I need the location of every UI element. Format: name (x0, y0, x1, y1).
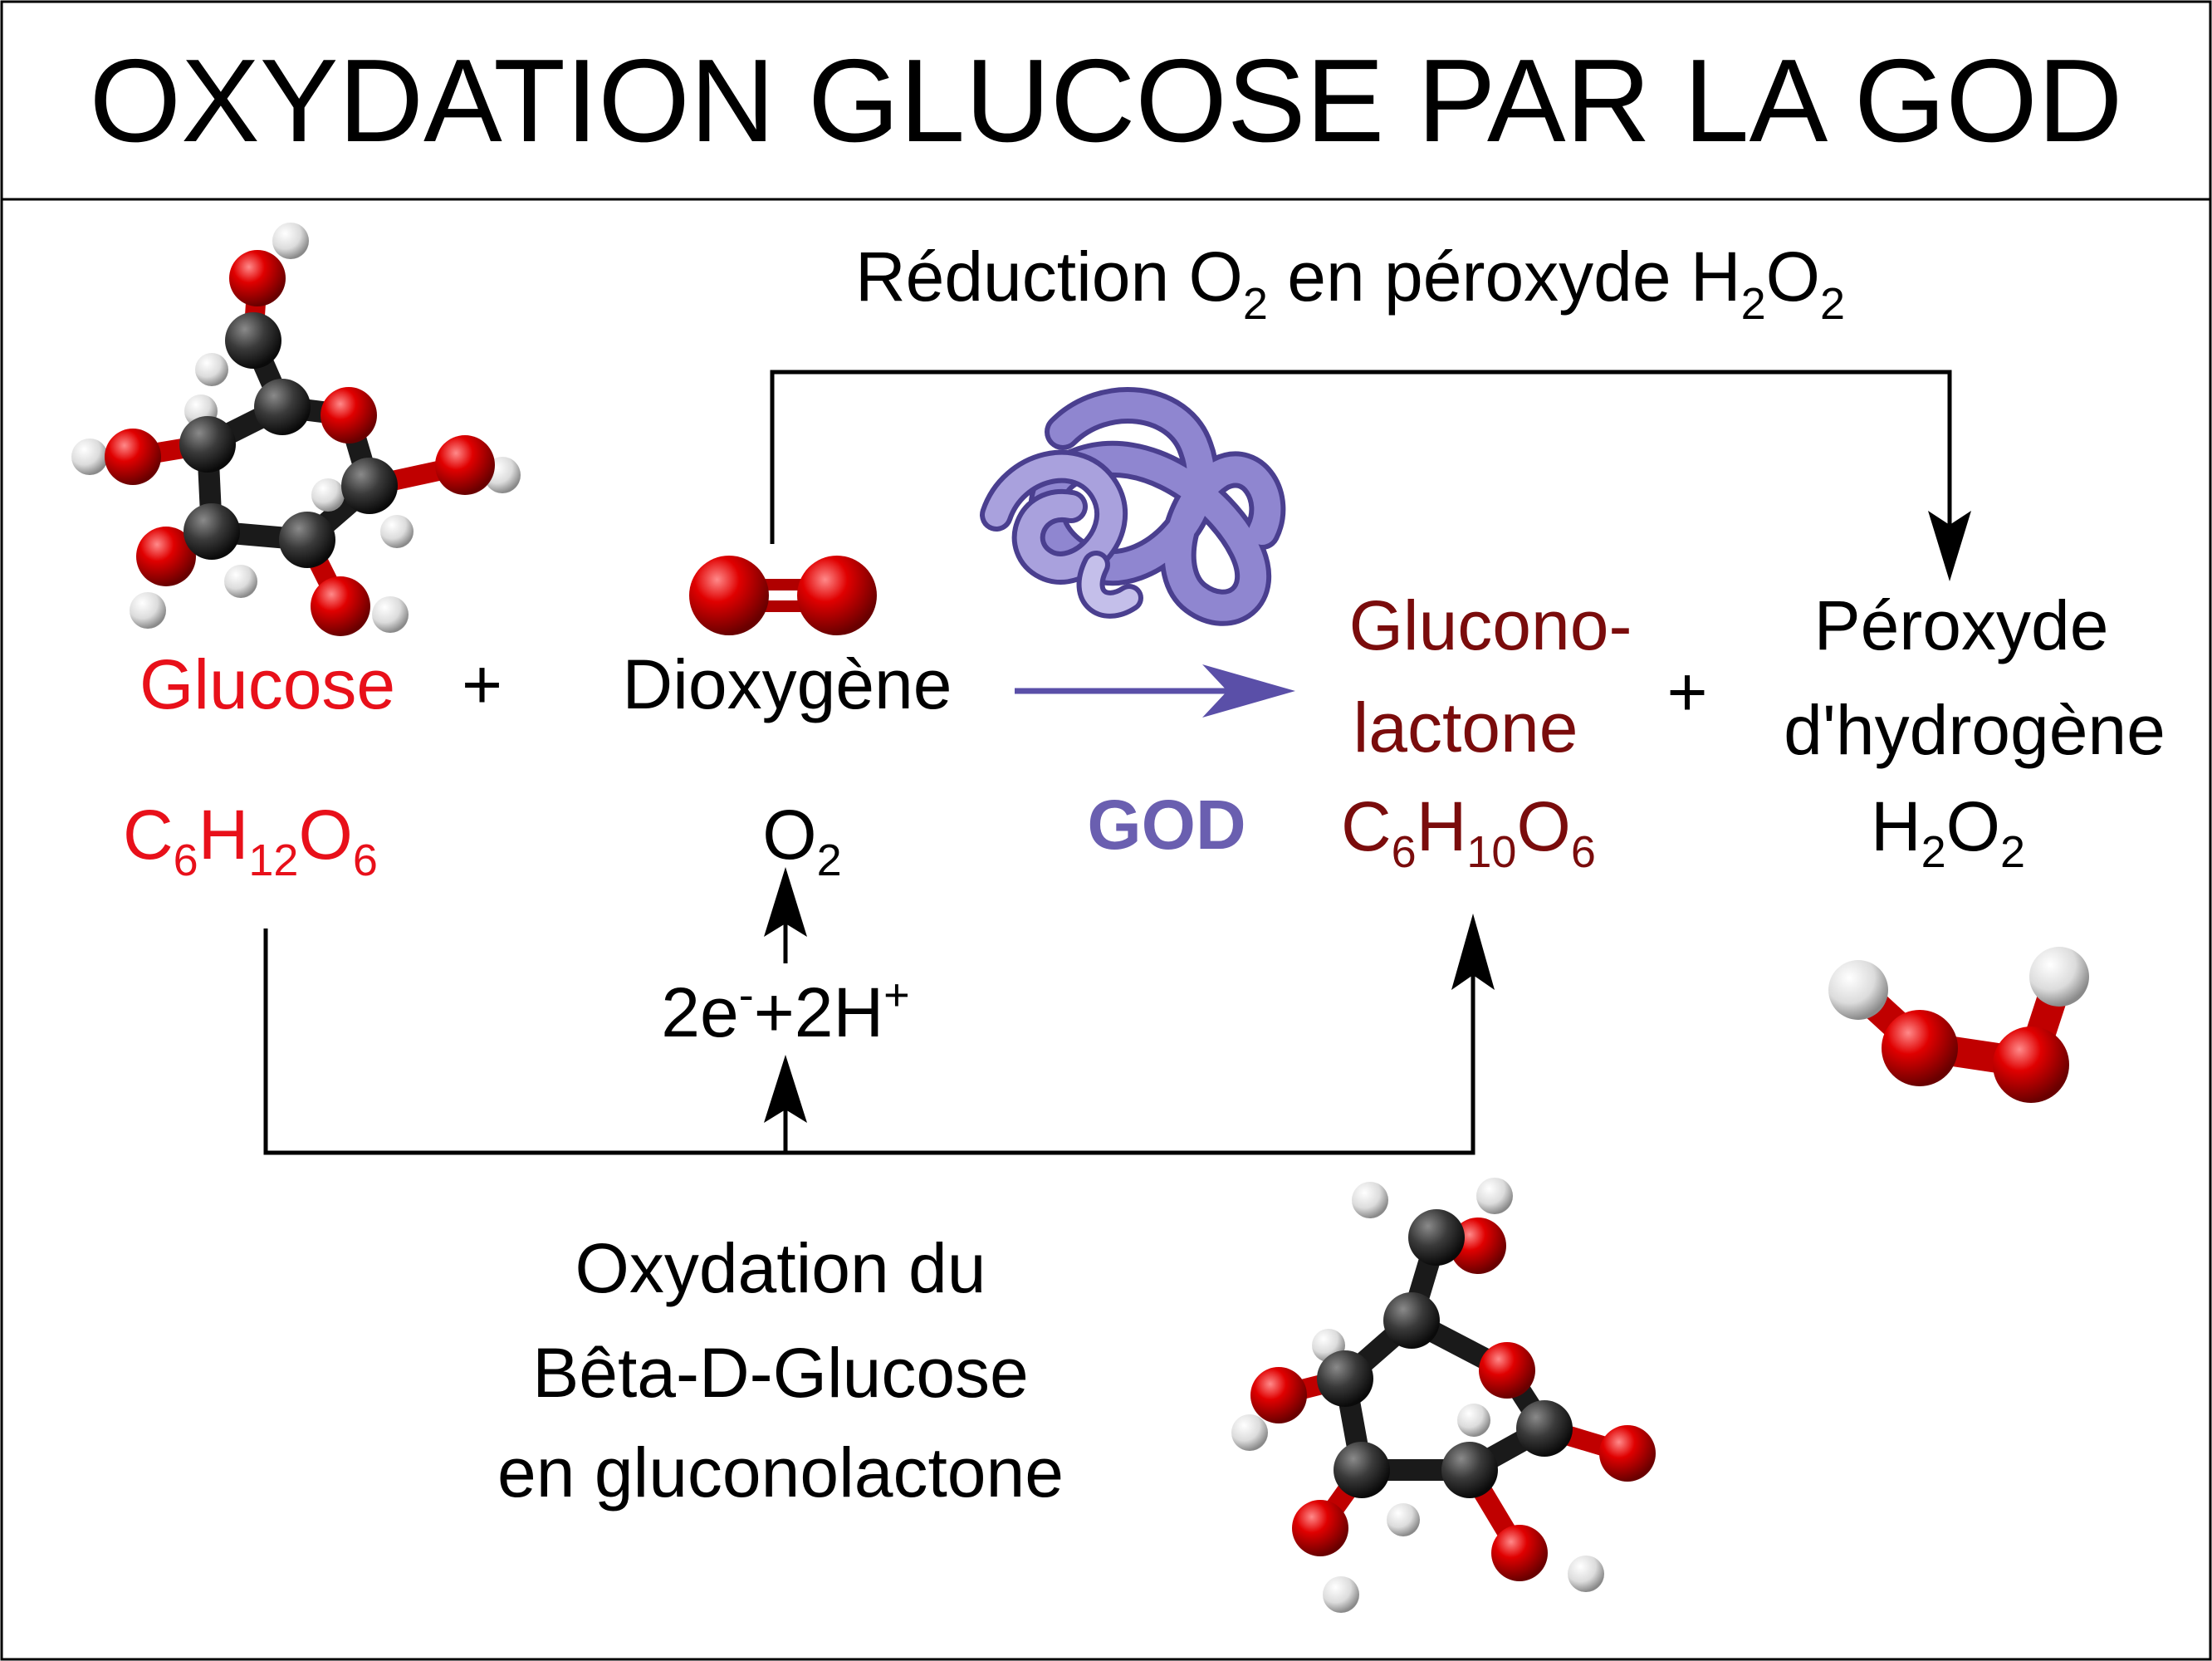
top-connector-line (770, 370, 1952, 544)
plus-sign-2: + (1666, 653, 1707, 731)
glucose-name: Glucose (139, 645, 395, 723)
top-connector-arrowhead (1928, 511, 1971, 581)
gluconolactone-formula: C6H10O6 (1341, 787, 1596, 877)
dioxygen-formula: O2 (762, 796, 841, 885)
peroxide-molecule-icon (1828, 947, 2089, 1103)
electron-arrow-lower-head (764, 1055, 807, 1123)
bottom-label-line2: Bêta-D-Glucose (532, 1334, 1029, 1412)
glucose-molecule-icon (71, 223, 521, 636)
electron-proton-label: 2e-+2H+ (661, 970, 909, 1051)
top-label: Réduction O2 en péroxyde H2O2 (855, 238, 1845, 329)
plus-sign-1: + (462, 645, 502, 723)
bottom-label-line3: en gluconolactone (497, 1433, 1064, 1512)
glucose-formula: C6H12O6 (123, 796, 378, 885)
bottom-connector-line (263, 928, 1475, 1155)
reaction-arrow-head (1202, 664, 1295, 718)
gluconolactone-molecule-icon (1231, 1178, 1656, 1613)
bottom-label-line1: Oxydation du (575, 1229, 986, 1307)
electron-arrow-upper-head (764, 867, 807, 937)
page-title: OXYDATION GLUCOSE PAR LA GOD (90, 35, 2123, 167)
peroxide-formula: H2O2 (1871, 787, 2025, 877)
god-enzyme-ribbon-icon (980, 387, 1286, 626)
peroxide-name-line1: Péroxyde (1814, 586, 2109, 664)
dioxygen-molecule-icon (689, 556, 877, 635)
enzyme-label: GOD (1087, 786, 1245, 864)
gluconolactone-name-line2: lactone (1353, 688, 1578, 767)
dioxygen-name: Dioxygène (623, 645, 952, 723)
gluconolactone-name-line1: Glucono- (1349, 586, 1632, 664)
bottom-connector-arrowhead (1451, 914, 1495, 990)
peroxide-name-line2: d'hydrogène (1784, 691, 2166, 769)
